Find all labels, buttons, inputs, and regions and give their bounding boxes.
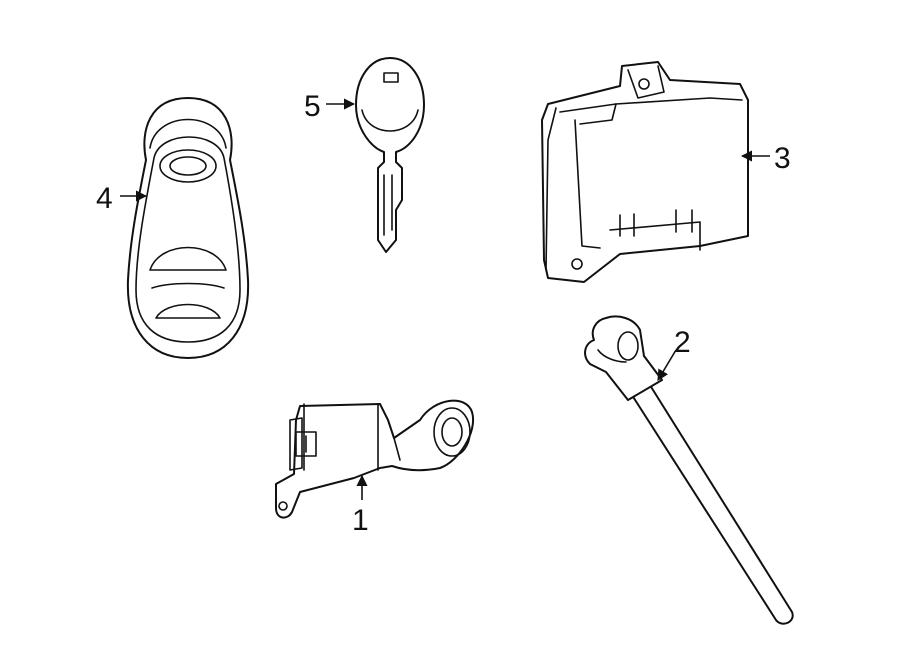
key-fob-remote (126, 97, 250, 359)
leader-2 (657, 349, 677, 381)
callout-1: 1 (352, 504, 369, 537)
callout-5: 5 (304, 90, 321, 123)
callout-leaders (120, 98, 770, 500)
control-module (541, 61, 749, 283)
callout-2: 2 (674, 326, 691, 359)
callout-4: 4 (96, 182, 113, 215)
ignition-key (355, 57, 425, 253)
callout-3: 3 (774, 142, 791, 175)
antenna-rod (584, 315, 794, 625)
lock-cylinder-housing (275, 399, 475, 519)
callout-labels: 1 2 3 4 5 (96, 90, 791, 537)
